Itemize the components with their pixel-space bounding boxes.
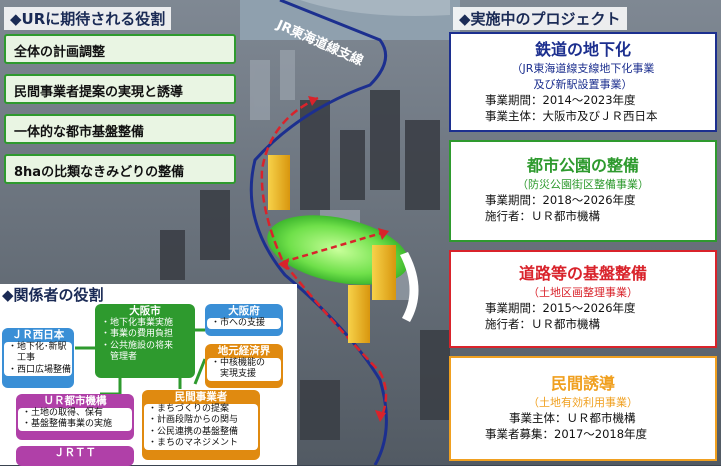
stakeholder-heading: ◆関係者の役割 — [2, 286, 104, 304]
project-card-park: 都市公園の整備 （防災公園街区整備事業） 事業期間：2018～2026年度 施行… — [449, 140, 717, 242]
node-private: 民間事業者 ・まちづくりの提案 ・計画段階からの関与 ・公民連携の基盤整備 ・ま… — [142, 390, 260, 460]
node-item: ・土地の取得、保有 — [22, 407, 104, 418]
project-card-railway: 鉄道の地下化 （JR東海道線支線地下化事業 及び新駅設置事業） 事業期間：201… — [449, 32, 717, 132]
node-osaka-city: 大阪市 ・地下化事業実施 ・事業の費用負担 ・公共施設の将来 管理者 — [95, 304, 195, 378]
node-local-business: 地元経済界 ・中核機能の 実現支援 — [205, 344, 283, 388]
project-line: 事業者募集：2017～2018年度 — [485, 427, 648, 441]
project-subtitle: （土地有効利用事業） — [528, 396, 638, 409]
node-item: ・中核機能の — [211, 357, 266, 368]
project-card-private: 民間誘導 （土地有効利用事業） 事業主体：ＵＲ都市機構 事業者募集：2017～2… — [449, 356, 717, 461]
node-title: 大阪府 — [228, 305, 260, 317]
project-title: 道路等の基盤整備 — [518, 264, 647, 283]
project-title: 民間誘導 — [550, 374, 615, 393]
node-item: ・西口広場整備 — [8, 364, 72, 375]
project-line: 事業期間：2014～2023年度 — [485, 93, 636, 107]
project-subtitle: （JR東海道線支線地下化事業 及び新駅設置事業） — [511, 62, 655, 91]
node-title: ＵＲ都市機構 — [43, 395, 107, 407]
project-line: 事業主体：ＵＲ都市機構 — [509, 411, 636, 425]
project-title: 都市公園の整備 — [526, 156, 639, 175]
node-title: 大阪市 — [129, 305, 161, 317]
node-ur: ＵＲ都市機構 ・土地の取得、保有 ・基盤整備事業の実施 — [16, 394, 134, 440]
node-item: 工事 — [8, 353, 36, 363]
node-item: ・計画段階からの関与 — [148, 415, 239, 425]
project-line: 施行者：ＵＲ都市機構 — [485, 209, 600, 223]
project-subtitle: （防災公園街区整備事業） — [517, 178, 649, 191]
node-item: ・基盤整備事業の実施 — [22, 419, 113, 429]
node-item: ・地下化事業実施 — [101, 317, 174, 328]
node-item: 実現支援 — [211, 369, 257, 379]
role-item: 全体の計画調整 — [4, 34, 236, 64]
node-title: ＪＲ西日本 — [11, 329, 65, 341]
stakeholder-panel: ◆関係者の役割 ＪＲ西日本 ・地下化･新駅 工事 ・西口広場整備 大阪市 ・地下… — [0, 284, 297, 466]
node-item: 管理者 — [101, 352, 138, 362]
node-item: ・市への支援 — [211, 317, 266, 328]
roles-heading: ◆URに期待される役割 — [4, 7, 172, 30]
node-item: ・地下化･新駅 — [8, 341, 67, 352]
project-title: 鉄道の地下化 — [534, 40, 631, 59]
node-item: ・公民連携の基盤整備 — [148, 426, 239, 437]
node-title: 民間事業者 — [174, 391, 228, 403]
role-item: 一体的な都市基盤整備 — [4, 114, 236, 144]
node-jrtt: ＪＲＴＴ — [16, 446, 134, 466]
project-subtitle: （土地区画整理事業） — [528, 286, 638, 299]
project-line: 事業主体：大阪市及びＪＲ西日本 — [485, 109, 658, 123]
node-osaka-pref: 大阪府 ・市への支援 — [205, 304, 283, 336]
projects-heading: ◆実施中のプロジェクト — [453, 7, 627, 30]
node-item: ・事業の費用負担 — [101, 329, 174, 339]
node-title: ＪＲＴＴ — [54, 447, 96, 459]
node-item: ・公共施設の将来 — [101, 340, 174, 351]
project-line: 事業期間：2018～2026年度 — [485, 193, 636, 207]
node-item: ・まちづくりの提案 — [148, 403, 230, 414]
role-item: 民間事業者提案の実現と誘導 — [4, 74, 236, 104]
role-item: 8haの比類なきみどりの整備 — [4, 154, 236, 184]
project-line: 事業期間：2015～2026年度 — [485, 301, 636, 315]
node-title: 地元経済界 — [217, 345, 271, 357]
project-line: 施行者：ＵＲ都市機構 — [485, 317, 600, 331]
project-card-infrastructure: 道路等の基盤整備 （土地区画整理事業） 事業期間：2015～2026年度 施行者… — [449, 250, 717, 348]
node-item: ・まちのマネジメント — [148, 438, 239, 448]
node-jr-west: ＪＲ西日本 ・地下化･新駅 工事 ・西口広場整備 — [2, 328, 74, 388]
